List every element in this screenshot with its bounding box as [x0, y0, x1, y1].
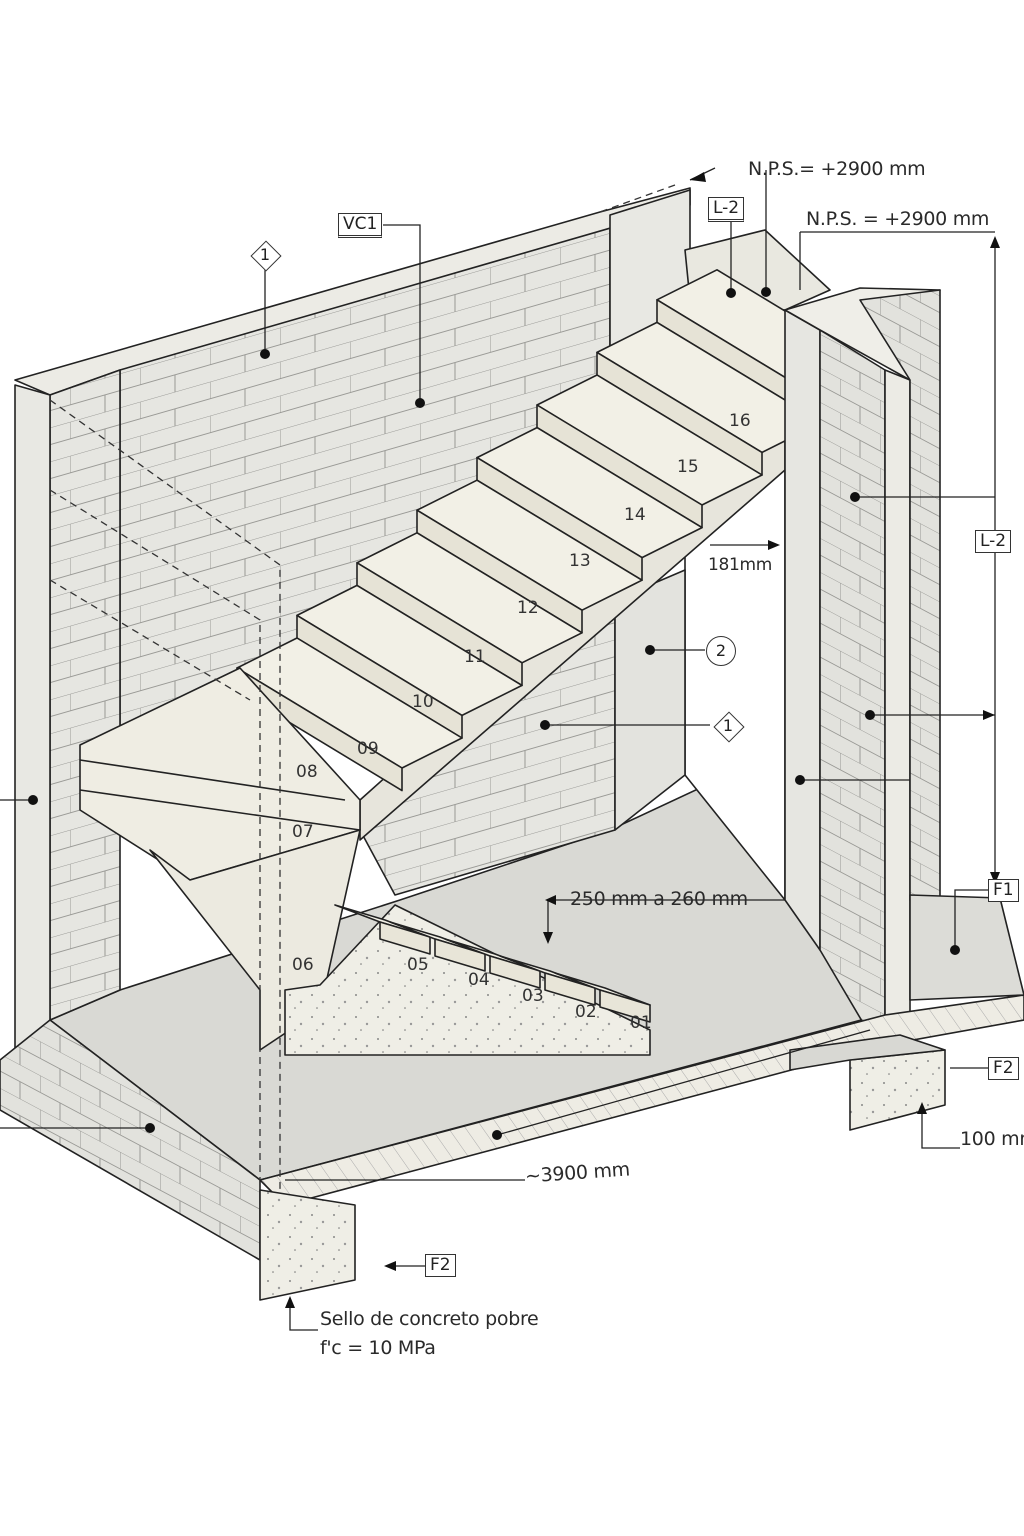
step-number: 14: [624, 505, 646, 525]
stair-riser: [599, 989, 651, 1023]
leader-lines: [0, 167, 996, 1331]
step-number: 06: [292, 955, 314, 975]
tread-depth-dimension: 250 mm a 260 mm: [570, 888, 748, 910]
step-number: 08: [296, 762, 318, 782]
footing-f1-top: [909, 894, 1024, 1001]
right-wall: [819, 329, 886, 1061]
callout-dots: [28, 172, 1000, 1308]
step-number: 07: [292, 822, 314, 842]
marker-2: 2: [706, 636, 736, 666]
stair-riser: [544, 972, 596, 1006]
riser-width-dimension: 181mm: [708, 555, 773, 575]
step-number: 09: [357, 739, 379, 759]
footing-f2-right-top: [789, 1034, 946, 1071]
lower-flight-steps: [334, 904, 651, 1023]
step-number: 15: [677, 457, 699, 477]
hidden-lines: [49, 184, 676, 1190]
stair-riser: [434, 938, 486, 972]
step-number: 03: [522, 986, 544, 1006]
seal-note-line1: Sello de concreto pobre: [320, 1308, 539, 1330]
marker-1-top-text: 1: [259, 245, 271, 264]
step-number: 10: [412, 692, 434, 712]
step-number: 13: [569, 551, 591, 571]
vc1-tag: VC1: [338, 213, 383, 238]
marker-1-top: 1: [250, 240, 282, 272]
winder-line: [79, 759, 361, 831]
stair-riser: [489, 955, 541, 989]
step-number: 04: [468, 970, 490, 990]
l2-right-tag: L-2: [975, 530, 1012, 553]
step-number: 11: [464, 647, 486, 667]
pier: [614, 569, 686, 831]
nps-top-label: N.P.S.= +2900 mm: [748, 158, 926, 180]
footing-f2-right: [849, 1049, 946, 1131]
step-number: 05: [407, 955, 429, 975]
marker-1-mid: 1: [713, 711, 745, 743]
lower-flight-side: [284, 904, 651, 1056]
f2-bottom-tag: F2: [425, 1254, 456, 1277]
f1-tag: F1: [988, 879, 1019, 902]
left-column: [14, 384, 51, 1081]
stair-riser: [379, 921, 431, 955]
back-wall-left: [49, 369, 121, 1021]
seal-note-line2: f'c = 10 MPa: [320, 1337, 436, 1359]
step-number: 16: [729, 411, 751, 431]
step-number: 12: [517, 598, 539, 618]
f2-right-tag: F2: [988, 1057, 1019, 1080]
marker-1-mid-text: 1: [722, 716, 734, 735]
step-number: 01: [630, 1013, 652, 1033]
nps-right-label: N.P.S. = +2900 mm: [806, 208, 990, 230]
right-column: [784, 309, 821, 951]
l2-top-tag: L-2: [708, 197, 745, 222]
seal-thickness-dimension: 100 mm: [960, 1128, 1024, 1150]
footing-f2-left: [259, 1189, 356, 1301]
step-number: 02: [575, 1002, 597, 1022]
